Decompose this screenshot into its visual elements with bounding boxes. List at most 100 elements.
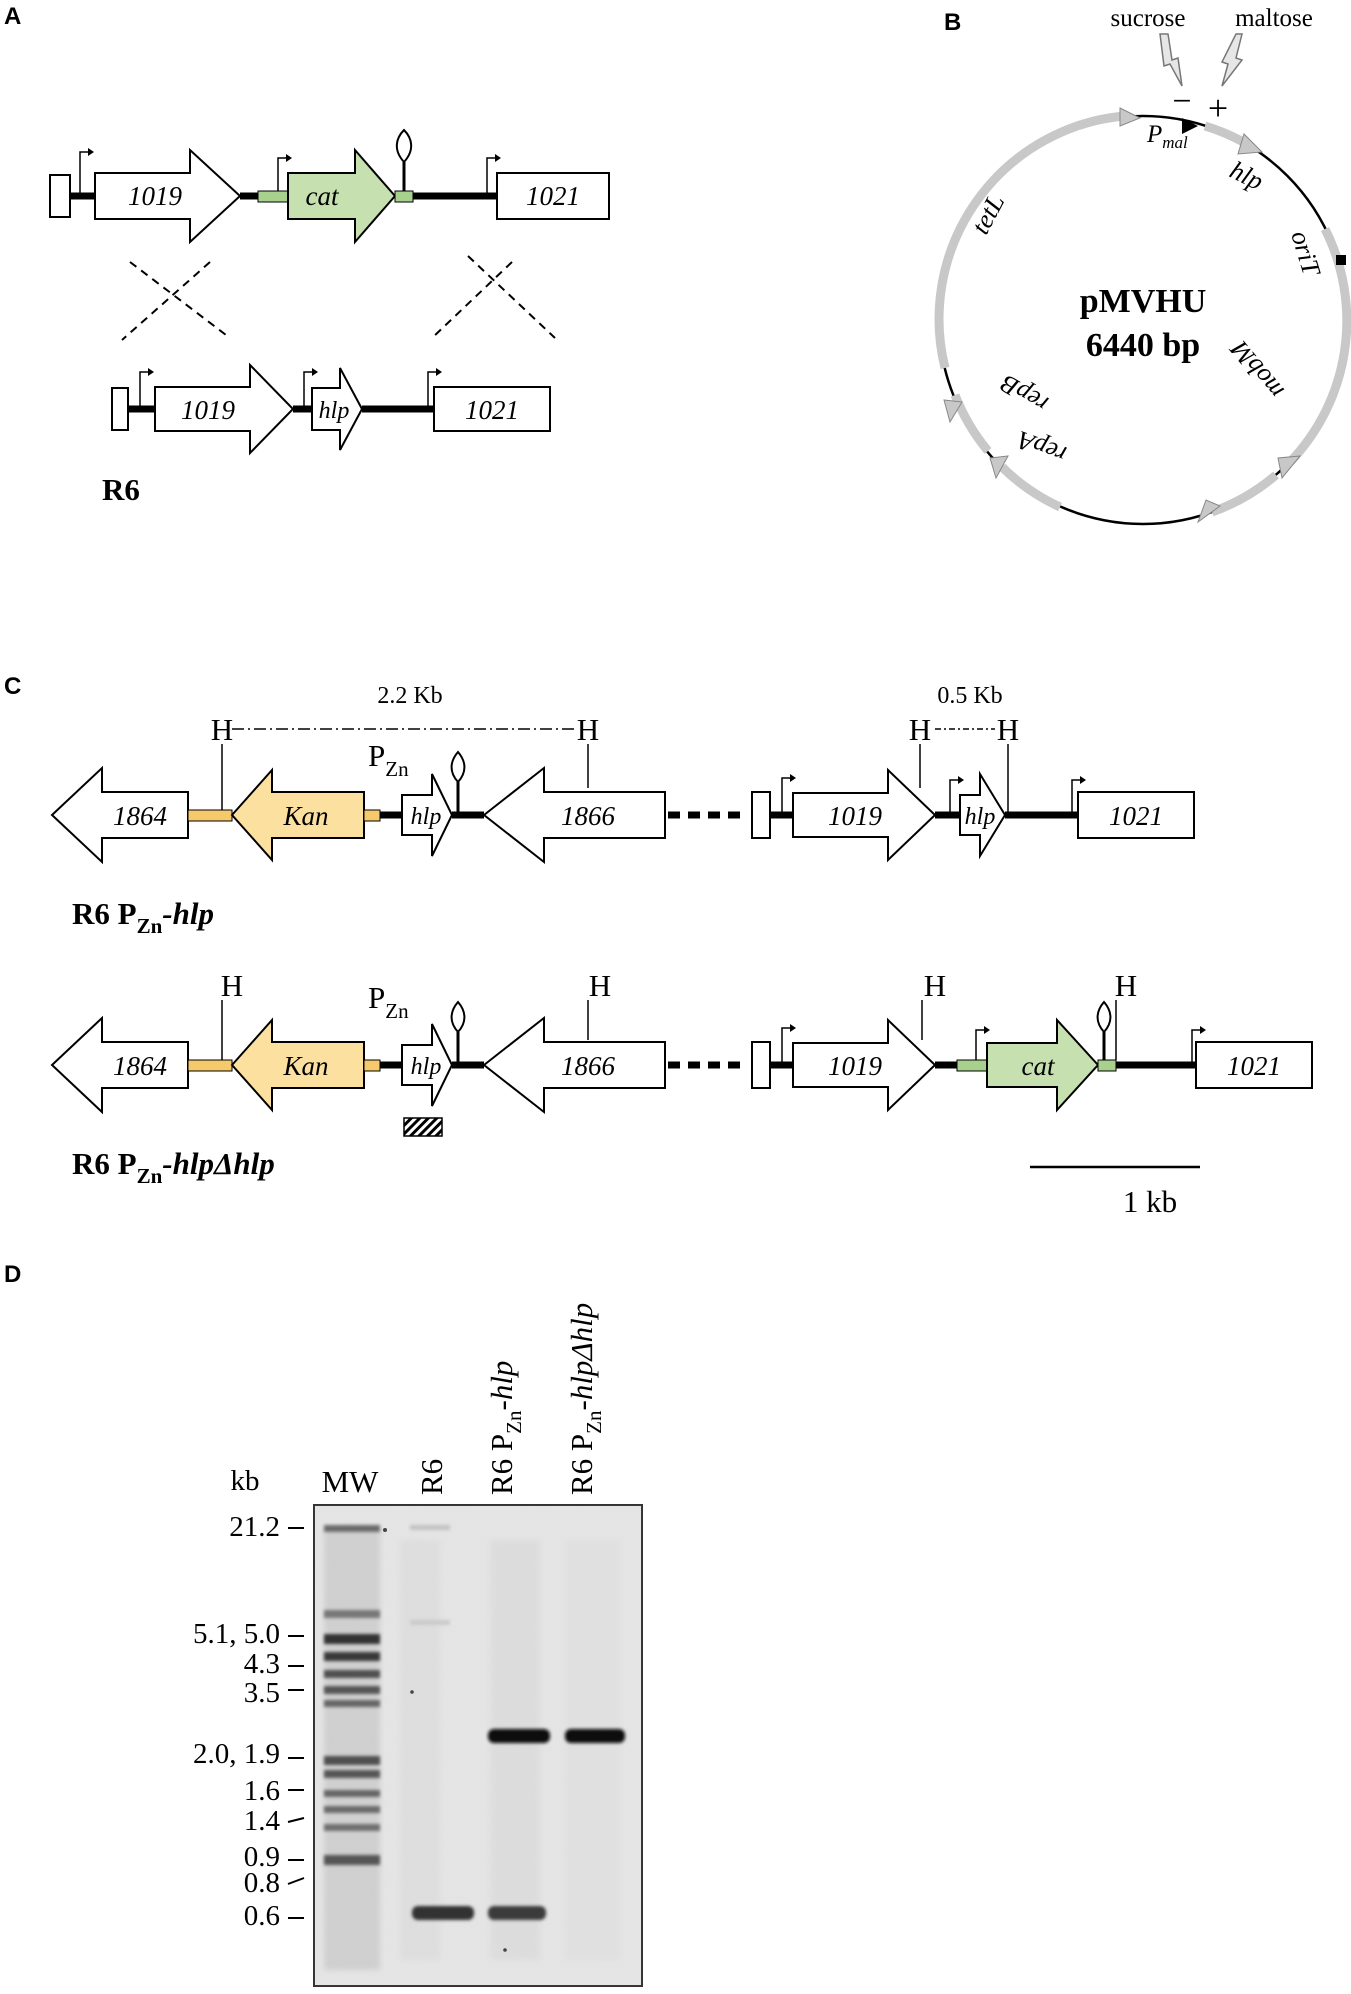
marker-label: 0.8 <box>244 1867 280 1899</box>
terminator-icon <box>1096 1000 1112 1060</box>
inducer-sucrose-label: sucrose <box>1111 5 1186 32</box>
gene-1021-box <box>1195 1041 1313 1089</box>
hindiii-site: H <box>909 712 931 747</box>
pmal-promoter-icon <box>1182 118 1198 134</box>
promoter-arrow-icon <box>277 157 288 191</box>
plasmid-gene-mobm: mobM <box>1224 334 1290 405</box>
gene-1021-label: 1021 <box>1109 801 1163 831</box>
gene-cat-arrow <box>986 1017 1100 1113</box>
size-markers: 21.2 5.1, 5.0 4.3 3.5 2.0, 1.9 1.6 1.4 0… <box>193 1511 305 1932</box>
gene-hlp-arrow <box>311 367 364 451</box>
gene-1019-label: 1019 <box>128 181 183 211</box>
gene-1866-arrow <box>482 765 666 865</box>
gene-1864-label: 1864 <box>113 801 167 831</box>
gene-cat-label: cat <box>1022 1051 1056 1081</box>
lane-mw-label: MW <box>322 1464 380 1499</box>
gene-1021-label: 1021 <box>1227 1051 1281 1081</box>
marker-label: 3.5 <box>244 1677 280 1709</box>
gene-1866-label: 1866 <box>561 801 616 831</box>
pmal-label: Pmal <box>1146 121 1188 152</box>
marker-label: 0.9 <box>244 1841 280 1873</box>
gene-cat-label: cat <box>306 181 340 211</box>
gene-hlp-label: hlp <box>411 1054 442 1080</box>
terminator-icon <box>450 1000 466 1062</box>
scale-bar-label: 1 kb <box>1123 1184 1177 1219</box>
gene-1021-label: 1021 <box>465 395 519 425</box>
panel-b: B sucrose maltose − + Pmal hlp <box>934 5 1351 526</box>
lane-r6-label: R6 <box>414 1459 449 1495</box>
promoter-arrow-icon <box>303 371 314 406</box>
lightning-icon <box>1159 33 1183 87</box>
green-flank <box>956 1059 988 1072</box>
southern-blot <box>313 1504 643 1987</box>
plasmid-name: pMVHU <box>1080 283 1207 320</box>
gene-hlp-arrow <box>401 1023 454 1107</box>
gene-kan-label: Kan <box>282 801 328 831</box>
terminator-icon <box>450 750 466 812</box>
gene-1866-label: 1866 <box>561 1051 616 1081</box>
gene-1021-box <box>433 386 551 432</box>
marker-label: 0.6 <box>244 1900 280 1932</box>
green-flank <box>257 190 289 203</box>
orit-site <box>1336 255 1346 265</box>
green-flank <box>394 190 414 203</box>
pzn-label: PZn <box>368 738 409 781</box>
terminator-icon <box>395 128 413 191</box>
unit-kb-label: kb <box>231 1465 260 1497</box>
hindiii-site: H <box>1115 968 1137 1003</box>
yellow-flank <box>187 809 233 822</box>
distance-0-5kb: 0.5 Kb <box>937 683 1002 709</box>
gene-arrowheads <box>943 107 1302 524</box>
gene-1021-box <box>1077 791 1195 839</box>
panel-c-row-1: H H H H 1864 Kan PZn hlp 1866 <box>50 712 1195 865</box>
gene-cat-arrow <box>287 147 397 245</box>
promoter-arrow-icon <box>486 157 497 193</box>
gene-1021-box <box>496 172 610 220</box>
marker-label: 1.6 <box>244 1775 280 1807</box>
sample-bands <box>412 1729 625 1920</box>
distance-2-2kb: 2.2 Kb <box>377 683 442 709</box>
gene-hlp-arrow <box>401 773 454 857</box>
promoter-arrow-icon <box>949 779 960 812</box>
strain-r6-pzn-hlp: R6 PZn-hlp <box>72 896 214 938</box>
gene-1019-label: 1019 <box>828 801 883 831</box>
gene-box-small <box>751 791 771 839</box>
panel-a-label: A <box>4 3 21 30</box>
gene-hlp-arrow <box>959 770 1007 860</box>
gene-box-small <box>49 174 71 218</box>
marker-label: 4.3 <box>244 1648 280 1680</box>
lane-r6-pzn-hlp-label: R6 PZn-hlp <box>484 1361 526 1495</box>
promoter-arrow-icon <box>975 1029 986 1060</box>
gene-1019-arrow <box>154 362 295 456</box>
gene-box-small <box>111 387 129 431</box>
hindiii-site: H <box>924 968 946 1003</box>
green-flank <box>1097 1059 1117 1072</box>
gene-1019-arrow <box>792 767 937 863</box>
plasmid-size: 6440 bp <box>1086 327 1200 364</box>
strain-r6-label: R6 <box>102 472 140 507</box>
panel-a-top-construct: 1019 cat 1021 <box>49 128 610 245</box>
probe-hatched-box <box>403 1117 443 1137</box>
yellow-flank <box>363 1059 381 1072</box>
gene-hlp-label: hlp <box>411 804 442 830</box>
panel-d: D kb MW R6 R6 PZn-hlp R6 PZn-hlpΔhlp <box>4 1261 643 1987</box>
panel-a: A 1019 cat 1021 <box>4 3 610 507</box>
gene-kan-label: Kan <box>282 1051 328 1081</box>
yellow-flank <box>363 809 381 822</box>
marker-label: 1.4 <box>244 1805 281 1837</box>
plus-sign: + <box>1208 88 1228 128</box>
plasmid-gene-tetl: tetL <box>966 189 1011 238</box>
plasmid-gene-repa: repA <box>1013 425 1070 469</box>
marker-label: 21.2 <box>229 1511 280 1543</box>
crossover-lines <box>121 255 556 341</box>
gene-1019-label: 1019 <box>828 1051 883 1081</box>
hindiii-site: H <box>589 968 611 1003</box>
gene-1019-arrow <box>94 147 242 245</box>
gene-1021-label: 1021 <box>526 181 580 211</box>
yellow-flank <box>187 1059 233 1072</box>
plasmid-gene-hlp: hlp <box>1225 155 1268 196</box>
promoter-arrow-icon <box>1191 1029 1202 1062</box>
hindiii-site: H <box>221 968 243 1003</box>
plasmid-gene-repb: repB <box>995 369 1053 419</box>
